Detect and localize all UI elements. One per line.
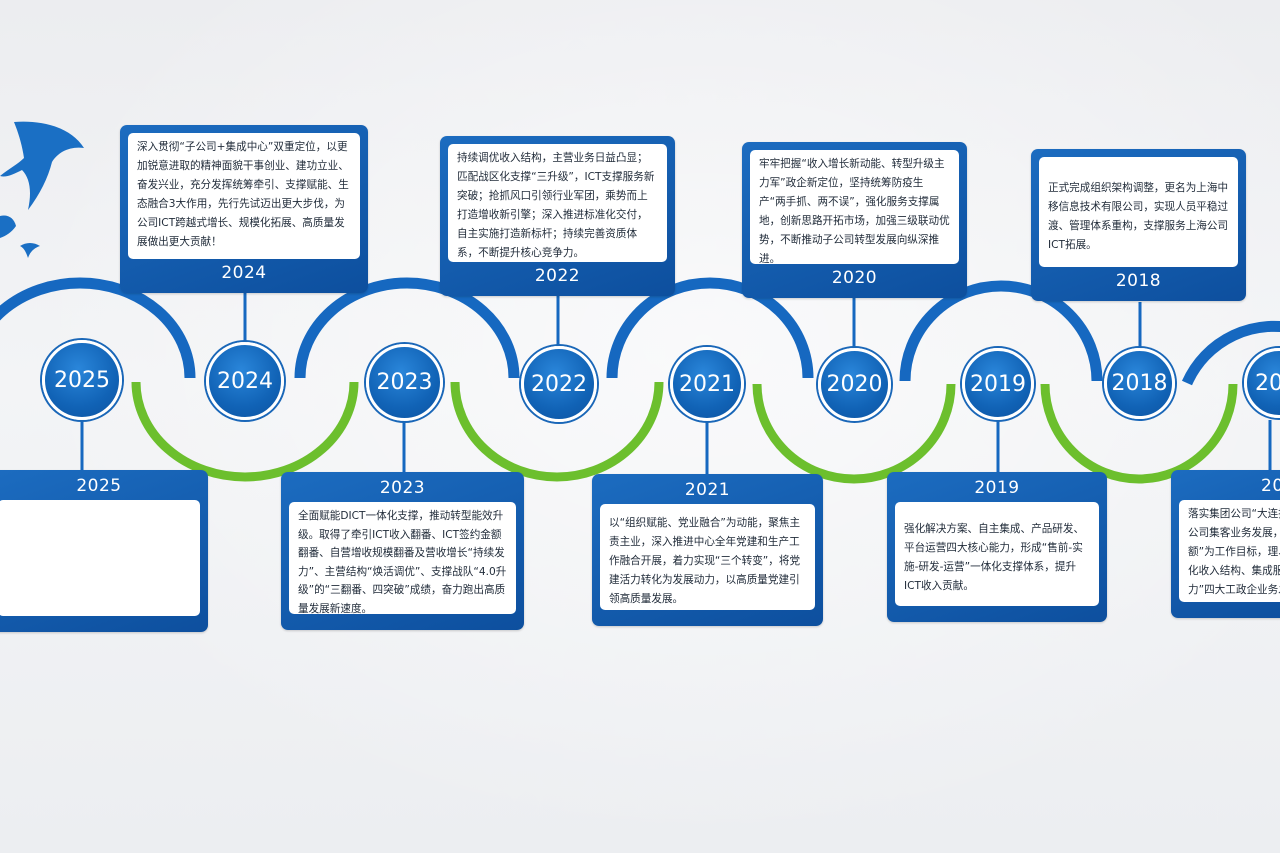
panel-text: 持续调优收入结构，主营业务日益凸显；匹配战区化支撑“三升级”，ICT支撑服务新突… xyxy=(448,144,667,262)
blue-arc xyxy=(606,277,814,379)
year-circle-2022: 2022 xyxy=(521,346,597,422)
panel-2017: 201 落实集团公司“大连接海公司集客业务发展，入份额”为工作目标，理、优化收入… xyxy=(1171,470,1280,618)
panel-year: 2018 xyxy=(1115,271,1162,291)
panel-2025: 2025 xyxy=(0,470,208,632)
panel-2018: 正式完成组织架构调整，更名为上海中移信息技术有限公司，实现人员平稳过渡、管理体系… xyxy=(1031,149,1246,301)
green-arc xyxy=(752,383,956,484)
panel-text: 全面赋能DICT一体化支撑，推动转型能效升级。取得了牵引ICT收入翻番、ICT签… xyxy=(289,502,516,614)
blue-arc xyxy=(1181,320,1280,386)
panel-text: 以“组织赋能、党业融合”为动能，聚焦主责主业，深入推进中心全年党建和生产工作融合… xyxy=(600,504,815,610)
panel-2021: 2021 以“组织赋能、党业融合”为动能，聚焦主责主业，深入推进中心全年党建和生… xyxy=(592,474,823,626)
panel-year: 2025 xyxy=(76,476,122,496)
year-circle-2025: 2025 xyxy=(42,340,122,420)
year-circle-2020: 2020 xyxy=(818,348,891,421)
panel-year: 2021 xyxy=(684,480,731,500)
panel-2019: 2019 强化解决方案、自主集成、产品研发、平台运营四大核心能力，形成“售前-实… xyxy=(887,472,1107,622)
blue-arc xyxy=(899,280,1103,382)
panel-text: 强化解决方案、自主集成、产品研发、平台运营四大核心能力，形成“售前-实施-研发-… xyxy=(895,502,1099,606)
panel-year: 2023 xyxy=(379,478,426,498)
panel-year: 2022 xyxy=(534,266,581,286)
panel-text: 正式完成组织架构调整，更名为上海中移信息技术有限公司，实现人员平稳过渡、管理体系… xyxy=(1039,157,1238,267)
panel-text: 深入贯彻“子公司+集成中心”双重定位，以更加锐意进取的精神面貌干事创业、建功立业… xyxy=(128,133,360,259)
panel-year: 201 xyxy=(1261,476,1280,496)
green-arc xyxy=(1040,383,1238,484)
year-circle-2018: 2018 xyxy=(1104,348,1175,419)
panel-year: 2024 xyxy=(221,263,267,283)
panel-year: 2020 xyxy=(831,268,878,288)
panel-year: 2019 xyxy=(974,478,1020,498)
year-circle-2019: 2019 xyxy=(962,348,1034,420)
year-circle-2023: 2023 xyxy=(366,344,443,421)
blue-arc xyxy=(294,277,520,379)
year-circle-2024: 2024 xyxy=(206,342,284,420)
green-arc xyxy=(131,381,359,482)
green-arc xyxy=(450,381,664,482)
panel-text: 落实集团公司“大连接海公司集客业务发展，入份额”为工作目标，理、优化收入结构、集… xyxy=(1179,500,1280,602)
panel-text xyxy=(0,500,200,616)
panel-2023: 2023 全面赋能DICT一体化支撑，推动转型能效升级。取得了牵引ICT收入翻番… xyxy=(281,472,524,630)
panel-2024: 深入贯彻“子公司+集成中心”双重定位，以更加锐意进取的精神面貌干事创业、建功立业… xyxy=(120,125,368,293)
panel-text: 牢牢把握“收入增长新动能、转型升级主力军”政企新定位，坚持统筹防疫生产“两手抓、… xyxy=(750,150,959,264)
panel-2022: 持续调优收入结构，主营业务日益凸显；匹配战区化支撑“三升级”，ICT支撑服务新突… xyxy=(440,136,675,296)
year-circle-2021: 2021 xyxy=(670,347,744,421)
blue-arc xyxy=(0,277,196,379)
panel-2020: 牢牢把握“收入增长新动能、转型升级主力军”政企新定位，坚持统筹防疫生产“两手抓、… xyxy=(742,142,967,298)
dove-icon xyxy=(0,121,84,258)
